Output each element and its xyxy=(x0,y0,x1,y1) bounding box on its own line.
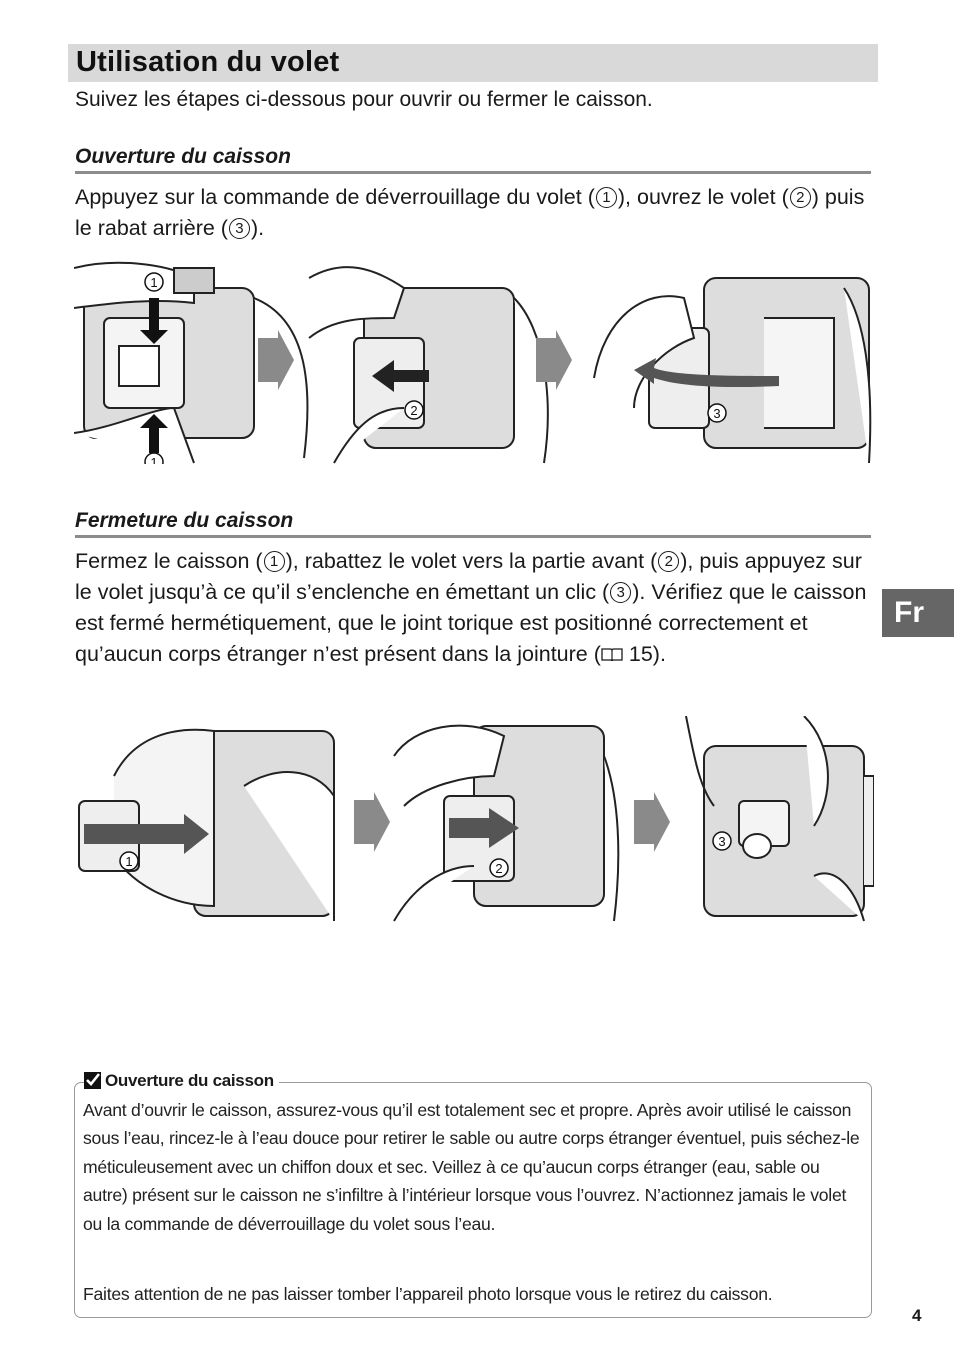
opening-text-part: ). xyxy=(250,216,265,240)
closing-heading: Fermeture du caisson xyxy=(75,508,871,538)
closing-text-part: ), rabattez le volet vers la partie avan… xyxy=(285,549,658,573)
opening-step2-drawing xyxy=(308,266,549,464)
section-title: Utilisation du volet xyxy=(76,46,340,78)
closing-step3-drawing xyxy=(685,716,874,922)
step-arrow-icon xyxy=(634,792,670,852)
opening-heading: Ouverture du caisson xyxy=(75,144,871,174)
closing-text: Fermez le caisson (1), rabattez le volet… xyxy=(75,546,875,670)
callout-label: 1 xyxy=(150,455,157,464)
closing-text-part: ). xyxy=(652,642,666,666)
note-paragraph: Avant d’ouvrir le caisson, assurez-vous … xyxy=(83,1100,860,1234)
opening-text: Appuyez sur la commande de déverrouillag… xyxy=(75,182,875,244)
opening-text-part: ) puis le rabat arrière ( xyxy=(75,185,865,240)
opening-illustration: 1 1 2 3 xyxy=(74,261,872,464)
intro-text: Suivez les étapes ci-dessous pour ouvrir… xyxy=(75,88,653,111)
note-box xyxy=(74,1082,872,1318)
callout-label: 2 xyxy=(495,861,502,876)
step-arrow-icon xyxy=(258,330,294,390)
check-icon xyxy=(84,1072,101,1089)
opening-text-part: Appuyez sur la commande de déverrouillag… xyxy=(75,185,595,209)
step-number-badge: 3 xyxy=(228,218,250,239)
step-number-badge: 1 xyxy=(595,187,617,208)
callout-badge xyxy=(119,851,139,871)
language-tab: Fr xyxy=(882,589,954,637)
step-number-badge: 2 xyxy=(789,187,811,208)
arrow-up-icon xyxy=(140,414,168,453)
arrow-down-icon xyxy=(140,298,168,344)
arrow-right-icon xyxy=(84,814,209,854)
closing-illustration: 1 2 3 xyxy=(78,716,874,922)
step-arrow-icon xyxy=(536,330,572,390)
opening-text-part: ), ouvrez le volet ( xyxy=(617,185,789,209)
callout-badge xyxy=(712,831,732,851)
closing-step2-drawing xyxy=(393,724,620,922)
callout-badge xyxy=(144,272,164,292)
arrow-curved-icon xyxy=(634,358,779,388)
note-title: Ouverture du caisson xyxy=(105,1071,274,1090)
closing-step1-drawing xyxy=(78,728,335,921)
arrow-left-icon xyxy=(372,360,429,392)
callout-label: 1 xyxy=(125,854,132,869)
closing-text-part: ). Vérifiez que le caisson est fermé her… xyxy=(75,580,867,666)
callout-badge xyxy=(404,400,424,420)
step-number-badge: 1 xyxy=(263,551,285,572)
callout-label: 2 xyxy=(410,403,417,418)
page-number: 4 xyxy=(912,1306,922,1325)
callout-label: 3 xyxy=(718,834,725,849)
step-number-badge: 3 xyxy=(610,582,632,603)
arrow-right-icon xyxy=(449,808,519,848)
book-reference-icon xyxy=(601,648,623,661)
step-number-badge: 2 xyxy=(658,551,680,572)
note-paragraph: Faites attention de ne pas laisser tombe… xyxy=(83,1284,773,1304)
section-header-bar: Utilisation du volet xyxy=(68,44,878,82)
callout-badge xyxy=(489,858,509,878)
callout-label: 1 xyxy=(150,275,157,290)
closing-text-part: ), puis appuyez sur le volet jusqu’à ce … xyxy=(75,549,862,604)
opening-step3-drawing xyxy=(593,277,872,464)
callout-badge xyxy=(144,452,164,464)
page-reference: 15 xyxy=(628,642,653,666)
step-arrow-icon xyxy=(354,792,390,852)
note-heading: Ouverture du caisson xyxy=(84,1069,279,1093)
callout-badge xyxy=(707,403,727,423)
closing-text-part: Fermez le caisson ( xyxy=(75,549,263,573)
callout-label: 3 xyxy=(713,406,720,421)
